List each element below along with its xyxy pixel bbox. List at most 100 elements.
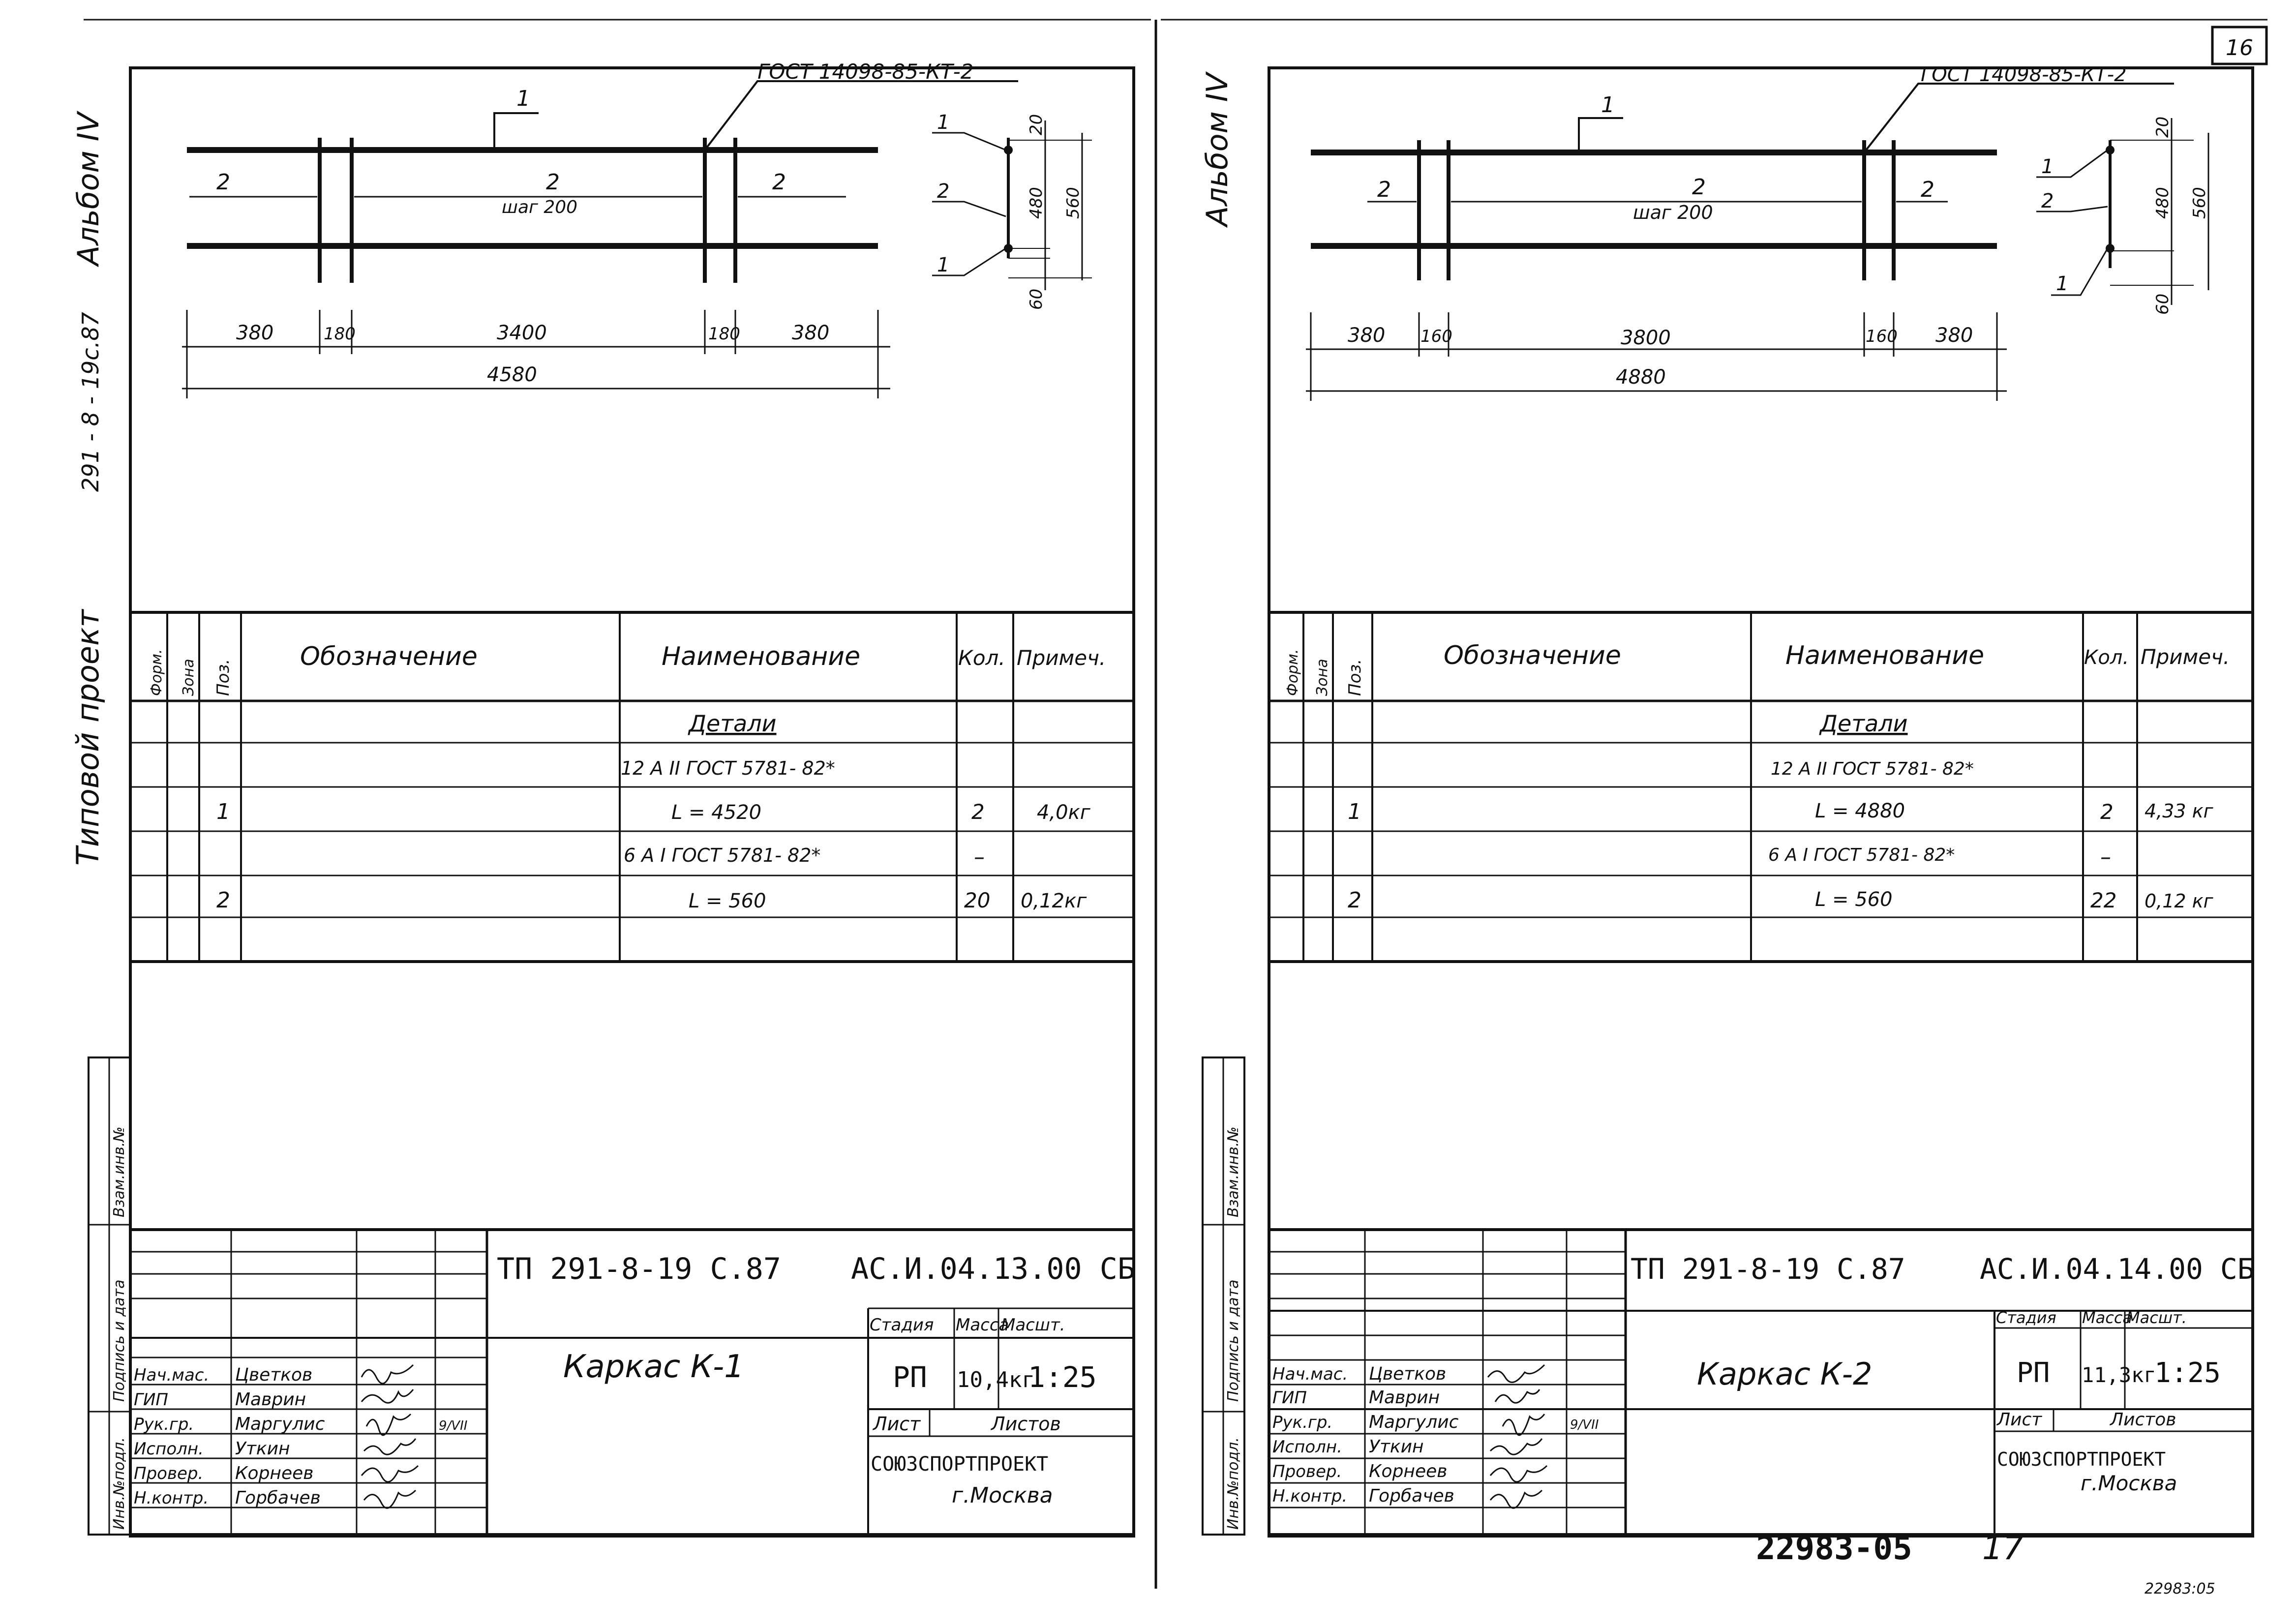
section-pos-1: 1 [2041, 155, 2054, 178]
col-designation-header: Обозначение [1444, 641, 1621, 670]
title-block: ТП 291-8-19 С.87 АС.И.04.13.00 СБ Каркас… [129, 1228, 1135, 1536]
organization: СОЮЗСПОРТПРОЕКТ [871, 1453, 1048, 1476]
dim-total: 4580 [487, 363, 537, 386]
col-zone-header: Зона [180, 659, 197, 696]
person-name: Маврин [1369, 1388, 1440, 1408]
col-name-header: Наименование [1785, 641, 1984, 670]
table-row-name: L = 4520 [671, 801, 761, 824]
dim-160: 160 [1866, 327, 1898, 346]
section-heading: Детали [688, 710, 777, 737]
col-note-header: Примеч. [1017, 646, 1106, 670]
sheet-left: Инв.№подл. Подпись и дата Взам.инв.№ 1 Г… [88, 60, 1135, 1538]
inv-podl-label: Инв.№подл. [111, 1437, 128, 1530]
table-row-note: 0,12кг [1021, 890, 1087, 912]
archive-number-faint: 22983:05 [2145, 1580, 2215, 1598]
person-name: Горбачев [1369, 1486, 1454, 1506]
sheet-right: Инв.№подл. Подпись и дата Взам.инв.№ 1 Г… [1202, 63, 2255, 1538]
table-row-qty: – [974, 845, 985, 870]
table-row-note: 4,33 кг [2145, 800, 2214, 822]
stage-label: Стадия [870, 1315, 934, 1335]
mass-value: 10,4кг [957, 1367, 1035, 1392]
role: Н.контр. [134, 1488, 209, 1508]
dim-560: 560 [2190, 187, 2209, 219]
table-row-note: 0,12 кг [2145, 890, 2214, 912]
person-name: Горбачев [235, 1488, 321, 1508]
dim-480: 480 [1027, 187, 1046, 219]
col-designation-header: Обозначение [300, 642, 478, 671]
col-pos-header: Поз. [213, 659, 233, 696]
person-name: Уткин [1369, 1437, 1424, 1457]
frame-elevation: 1 ГОСТ 14098-85-КТ-2 2 2 2 шаг 200 [187, 60, 1018, 283]
role: Н.контр. [1272, 1486, 1347, 1506]
section-pos-1: 1 [937, 111, 949, 134]
col-form-header: Форм. [148, 649, 165, 696]
drawing-title: Каркас К-1 [563, 1349, 744, 1385]
section-pos-2: 2 [937, 180, 949, 203]
role: Нач.мас. [1272, 1364, 1348, 1384]
frame-elevation: 1 ГОСТ 14098-85-КТ-2 2 2 2 шаг 200 [1311, 63, 2174, 280]
specification-table: Форм. Зона Поз. Обозначение Наименование… [129, 611, 1135, 963]
sheets-label: Листов [2109, 1410, 2176, 1430]
dim-380: 380 [792, 322, 829, 344]
table-row-name: 6 A I ГОСТ 5781- 82* [1768, 845, 1955, 865]
col-pos-header: Поз. [1345, 659, 1365, 696]
person-name: Цветков [235, 1365, 312, 1385]
project-number: ТП 291-8-19 С.87 [1631, 1252, 1905, 1286]
dimension-chain: 380 160 3800 160 380 4880 [1306, 312, 2007, 401]
role: Исполн. [1272, 1437, 1342, 1457]
section-pos-1: 1 [2056, 272, 2068, 295]
table-row-note: 4,0кг [1037, 801, 1091, 824]
table-row-pos: 1 [1348, 799, 1361, 824]
organization: СОЮЗСПОРТПРОЕКТ [1997, 1448, 2166, 1470]
signature-date-label: Подпись и дата [111, 1280, 128, 1402]
section-pos-1: 1 [937, 254, 949, 276]
dim-20: 20 [2153, 117, 2173, 138]
role: Провер. [134, 1464, 203, 1483]
project-type-label: Типовой проект [70, 608, 106, 866]
section-heading: Детали [1819, 710, 1908, 737]
position-2-label: 2 [1921, 177, 1934, 202]
position-2-label: 2 [1377, 177, 1391, 202]
dim-480: 480 [2153, 187, 2173, 219]
scale-value: 1:25 [2154, 1357, 2221, 1389]
position-2-label: 2 [1692, 175, 1706, 200]
person-name: Цветков [1369, 1364, 1446, 1384]
handwritten-signatures [361, 1364, 419, 1509]
dim-3800: 3800 [1621, 327, 1671, 349]
scale-value: 1:25 [1028, 1360, 1097, 1394]
step-label: шаг 200 [1633, 202, 1713, 223]
dim-380: 380 [236, 322, 273, 344]
role: ГИП [1272, 1388, 1307, 1408]
section-pos-2: 2 [2041, 190, 2054, 212]
archive-sheet: 17 [1982, 1529, 2024, 1567]
col-note-header: Примеч. [2141, 645, 2230, 669]
col-zone-header: Зона [1314, 659, 1331, 696]
role: Провер. [1272, 1462, 1342, 1481]
page-number: 16 [2226, 35, 2253, 60]
dim-60: 60 [1027, 289, 1046, 310]
table-row-pos: 2 [216, 888, 230, 913]
table-row-name: L = 560 [1815, 888, 1893, 911]
frame-section: 20 480 560 60 1 2 1 [2036, 117, 2209, 315]
dim-160: 160 [1420, 327, 1452, 346]
table-row-name: L = 4880 [1815, 800, 1905, 822]
person-name: Корнеев [235, 1463, 314, 1483]
weld-gost-label: ГОСТ 14098-85-КТ-2 [757, 60, 974, 84]
album-label-right: Альбом IV [1200, 71, 1235, 228]
table-row-qty: 22 [2090, 888, 2116, 912]
person-name: Уткин [235, 1439, 290, 1459]
sheets-label: Листов [990, 1413, 1061, 1435]
document-code: АС.И.04.14.00 СБ [1980, 1252, 2255, 1286]
col-form-header: Форм. [1284, 649, 1301, 696]
table-row-name: 12 A II ГОСТ 5781- 82* [621, 757, 835, 779]
page-number-box [2211, 26, 2268, 65]
stage-value: РП [2017, 1357, 2050, 1389]
mass-label: Масса [956, 1315, 1009, 1335]
sign-date: 9/VII [439, 1418, 467, 1433]
step-label: шаг 200 [502, 197, 577, 217]
role: Нач.мас. [134, 1365, 209, 1385]
col-name-header: Наименование [662, 642, 860, 671]
stage-value: РП [893, 1360, 927, 1394]
dim-total: 4880 [1616, 366, 1666, 389]
